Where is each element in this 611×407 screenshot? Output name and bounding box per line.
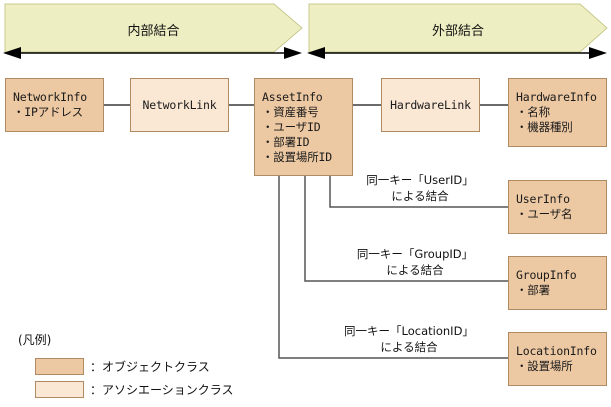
class-title-network-info: NetworkInfo [13,90,87,104]
join-label-location: 同一キー「LocationID」 による結合 [313,323,505,355]
class-attr-asset-info-3: ・設置場所ID [262,149,332,164]
class-title-group-info: GroupInfo [516,268,577,282]
class-title-hardware-info: HardwareInfo [516,90,597,104]
class-attr-asset-info-1: ・ユーザID [262,119,321,134]
legend-swatch-association-class [35,381,84,398]
legend-label-association-class: ：アソシエーションクラス [90,383,234,397]
class-box-group-info[interactable]: GroupInfo ・部署 [508,256,607,310]
class-box-hardware-link[interactable]: HardwareLink [381,78,480,132]
join-label-user-line2: による結合 [391,189,449,203]
class-attr-hardware-info-0: ・名称 [516,105,550,119]
class-box-asset-info[interactable]: AssetInfo ・資産番号 ・ユーザID ・部署ID ・設置場所ID [254,78,353,176]
legend-label-object-class: ：オブジェクトクラス [90,360,210,374]
class-box-network-info[interactable]: NetworkInfo ・IPアドレス [5,78,104,132]
class-title-hardware-link: HardwareLink [390,97,471,112]
span-arrow-inner-join [3,47,302,59]
class-attr-hardware-info-1: ・機器種別 [516,120,573,134]
join-label-group-line2: による結合 [386,263,444,277]
legend-item-object-class: ：オブジェクトクラス [35,358,210,375]
class-title-asset-info: AssetInfo [262,89,323,104]
class-attr-asset-info-2: ・部署ID [262,134,310,149]
join-label-group-line1: 同一キー「GroupID」 [356,247,474,261]
legend-swatch-object-class [35,358,84,375]
class-box-hardware-info[interactable]: HardwareInfo ・名称 ・機器種別 [508,78,607,147]
class-attr-location-info-0: ・設置場所 [516,359,573,373]
join-label-user-line1: 同一キー「UserID」 [366,173,474,187]
legend-title: (凡例) [18,333,52,347]
join-label-location-line2: による結合 [380,340,438,354]
class-box-user-info[interactable]: UserInfo ・ユーザ名 [508,180,607,234]
class-title-location-info: LocationInfo [516,344,597,358]
class-box-location-info[interactable]: LocationInfo ・設置場所 [508,332,607,386]
span-arrow-outer-join [307,47,607,59]
class-title-network-link: NetworkLink [142,97,217,112]
class-title-user-info: UserInfo [516,192,570,206]
legend-item-association-class: ：アソシエーションクラス [35,381,234,398]
join-label-group: 同一キー「GroupID」 による結合 [325,246,505,278]
banner-label-inner-join: 内部結合 [127,24,180,39]
class-attr-user-info-0: ・ユーザ名 [516,207,573,221]
class-box-network-link[interactable]: NetworkLink [130,78,229,132]
class-attr-network-info-0: ・IPアドレス [13,105,83,119]
join-label-user: 同一キー「UserID」 による結合 [335,172,505,204]
class-attr-asset-info-0: ・資産番号 [262,104,319,119]
banner-label-outer-join: 外部結合 [431,24,484,39]
class-attr-group-info-0: ・部署 [516,283,550,297]
join-label-location-line1: 同一キー「LocationID」 [344,324,474,338]
